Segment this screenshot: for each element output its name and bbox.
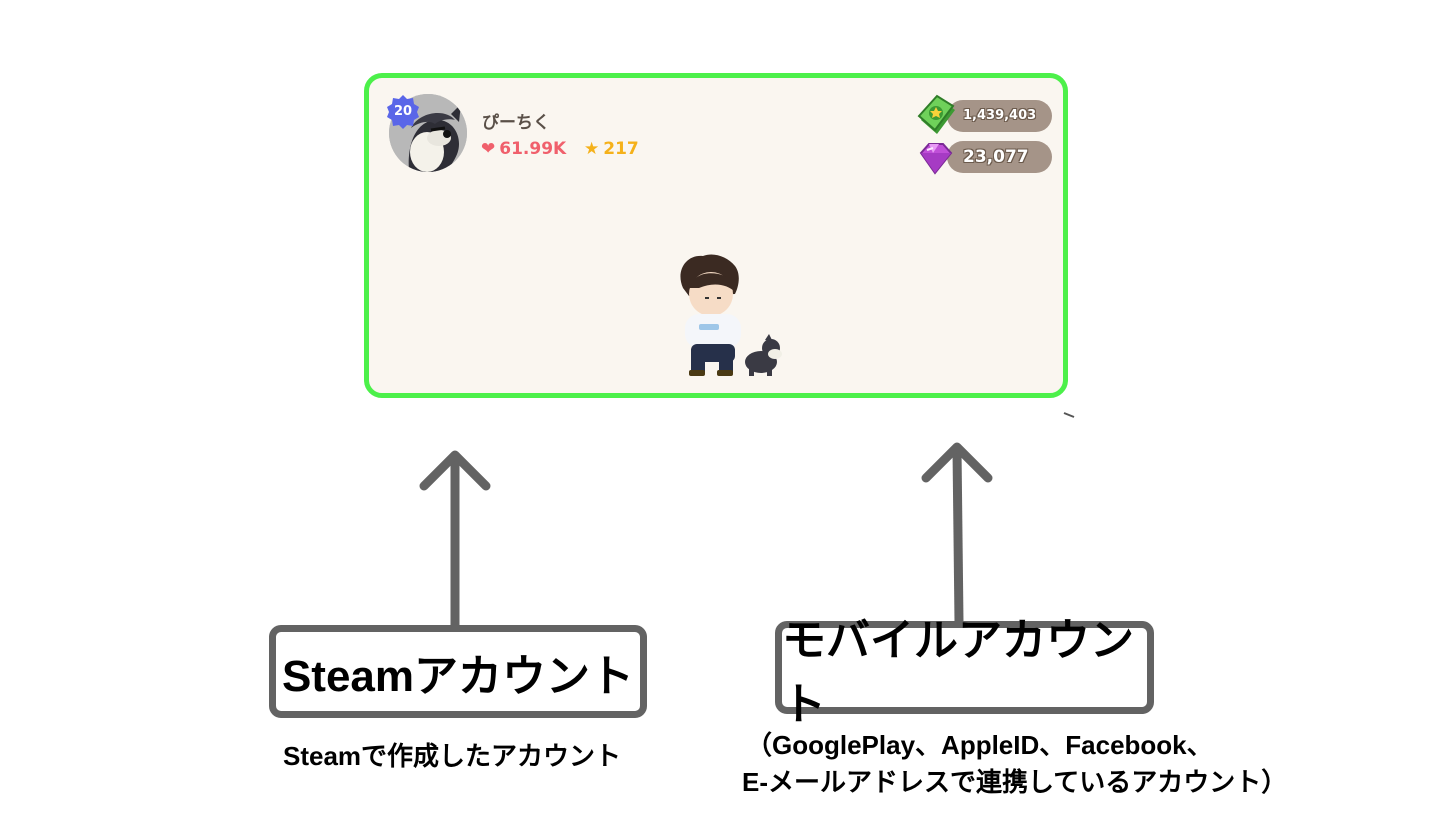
gems-value: 23,077 (963, 147, 1029, 167)
level-badge: 20 (385, 94, 421, 130)
stars-value: 217 (603, 139, 639, 159)
heart-icon: ❤ (481, 139, 496, 159)
likes-stat: ❤ 61.99K (481, 139, 566, 159)
mobile-caption-line2: E-メールアドレスで連携しているアカウント） (742, 767, 1288, 797)
gem-icon (917, 140, 953, 180)
money-value: 1,439,403 (963, 108, 1037, 123)
game-screen-panel: 20 ぴーちく ❤ 61.99K ★ 217 1,439,403 23,077 (364, 73, 1068, 398)
mobile-account-label: モバイルアカウント (775, 616, 1154, 729)
gems-counter[interactable]: 23,077 (947, 141, 1052, 173)
player-name: ぴーちく (482, 113, 550, 133)
character-and-dog-icon (680, 254, 782, 376)
money-icon (917, 94, 957, 140)
level-value: 20 (393, 104, 413, 119)
mobile-caption-line1: （GooglePlay、AppleID、Facebook、 (746, 730, 1213, 760)
badge-icon (387, 95, 419, 129)
steam-account-label: Steamアカウント (269, 625, 647, 718)
star-icon: ★ (584, 139, 600, 159)
up-arrow-mobile (921, 442, 993, 623)
corner-arrow-mark (1062, 406, 1076, 425)
player-character[interactable] (669, 248, 789, 382)
steam-caption: Steamで作成したアカウント (283, 741, 622, 771)
likes-value: 61.99K (499, 139, 567, 159)
up-arrow-steam (419, 450, 491, 626)
money-counter[interactable]: 1,439,403 (947, 100, 1052, 132)
stars-stat: ★ 217 (584, 139, 639, 159)
